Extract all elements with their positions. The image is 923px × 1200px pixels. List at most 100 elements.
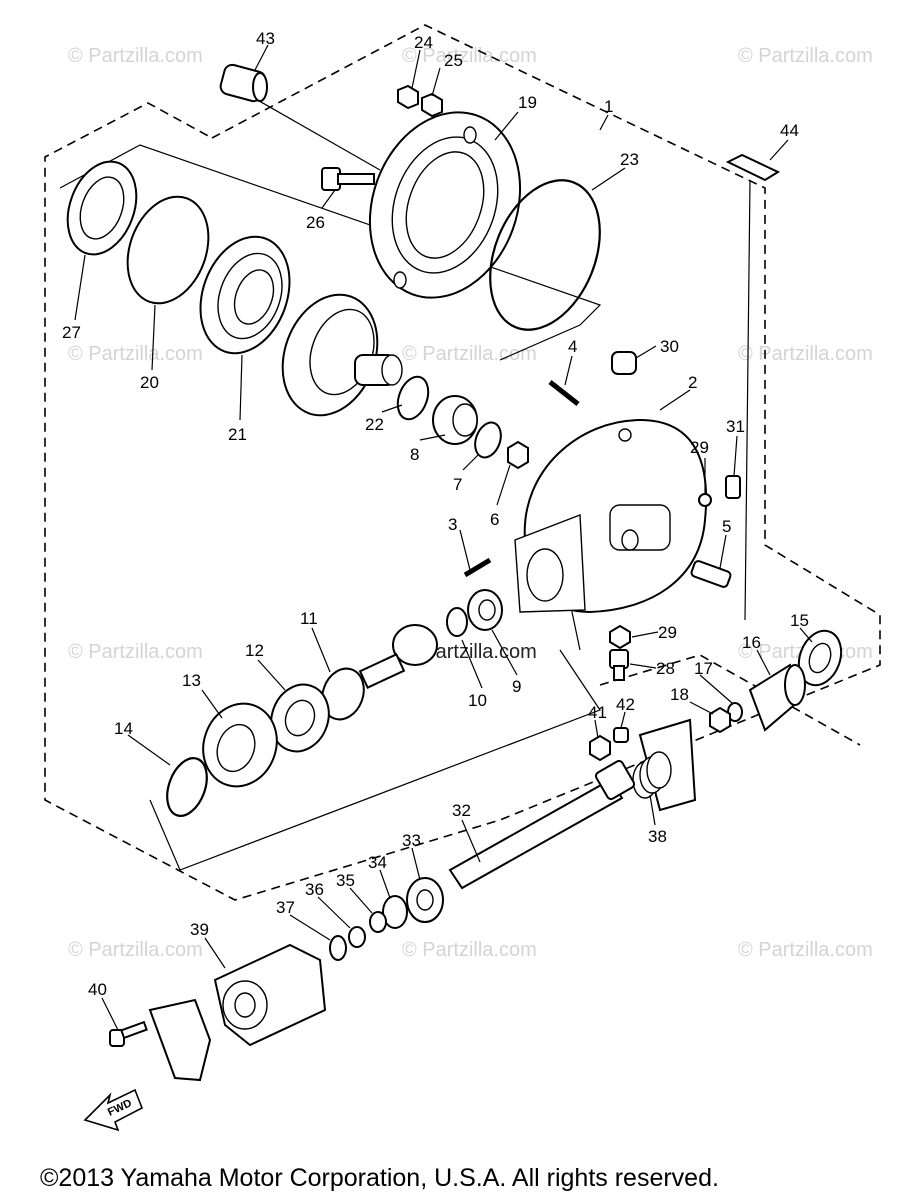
forward-direction-arrow: FWD xyxy=(83,1088,144,1132)
part-20-o-ring xyxy=(126,195,210,305)
part-37-circlip xyxy=(329,935,347,961)
callout-8: 8 xyxy=(410,445,419,464)
callout-11: 11 xyxy=(300,609,318,628)
callout-21: 21 xyxy=(228,425,247,444)
assembly-boundary xyxy=(44,24,881,901)
callout-37: 37 xyxy=(276,898,295,917)
part-29-washer-upper xyxy=(698,493,712,507)
part-21-bearing xyxy=(199,235,291,355)
part-22-shim xyxy=(396,375,430,421)
watermark-lower-center: © Partzilla.com xyxy=(402,939,537,961)
part-6-nut xyxy=(507,440,529,470)
callout-3: 3 xyxy=(448,515,457,534)
part-5-bolt xyxy=(690,560,732,588)
callout-43: 43 xyxy=(256,29,275,48)
callout-32: 32 xyxy=(452,801,471,820)
part-19-bearing-retainer xyxy=(368,111,522,299)
callout-26: 26 xyxy=(306,213,325,232)
callout-29-lower: 29 xyxy=(658,623,677,642)
part-24-nut xyxy=(397,84,419,110)
callout-42: 42 xyxy=(616,695,635,714)
part-10-spacer xyxy=(446,607,468,637)
callout-18: 18 xyxy=(670,685,689,704)
part-23-o-ring xyxy=(489,179,601,331)
part-7-washer xyxy=(474,421,502,459)
callout-33: 33 xyxy=(402,831,421,850)
callout-15: 15 xyxy=(790,611,809,630)
part-41-nut xyxy=(589,734,611,762)
watermark-upper-center: © Partzilla.com xyxy=(402,343,537,365)
part-11-shim xyxy=(321,667,365,721)
part-38-spring xyxy=(632,751,672,799)
callout-labels: 43 24 25 19 1 44 23 26 27 20 21 22 8 7 6… xyxy=(62,29,809,999)
callout-9: 9 xyxy=(512,677,521,696)
part-34-washer xyxy=(382,895,408,929)
part-9-bearing xyxy=(467,589,503,631)
pinion-panel-outline xyxy=(149,649,601,871)
callout-34: 34 xyxy=(368,853,387,872)
callout-25: 25 xyxy=(444,51,463,70)
leader-line-44 xyxy=(744,179,751,621)
callout-39: 39 xyxy=(190,920,209,939)
ring-gear xyxy=(281,293,403,417)
part-4-stud xyxy=(548,380,580,406)
callout-5: 5 xyxy=(722,517,731,536)
part-31-bolt xyxy=(725,475,741,499)
callout-40: 40 xyxy=(88,980,107,999)
watermark-lower-right: © Partzilla.com xyxy=(738,939,873,961)
part-26-bolt xyxy=(321,167,375,191)
callout-31: 31 xyxy=(726,417,745,436)
part-40-bolt xyxy=(109,1020,148,1047)
callout-24: 24 xyxy=(414,33,433,52)
part-30-plug xyxy=(611,351,637,375)
part-28-plug xyxy=(609,649,629,681)
watermark-top-center: © Partzilla.com xyxy=(402,45,537,67)
part-14-circlip xyxy=(166,757,208,817)
watermark-upper-right: © Partzilla.com xyxy=(738,343,873,365)
callout-10: 10 xyxy=(468,691,487,710)
part-29-washer-lower xyxy=(609,624,631,650)
drive-pinion xyxy=(358,624,438,689)
part-35-washer xyxy=(369,911,387,933)
part-25-nut xyxy=(421,92,443,118)
callout-13: 13 xyxy=(182,671,201,690)
callout-41: 41 xyxy=(588,703,607,722)
watermark-top-right: © Partzilla.com xyxy=(738,45,873,67)
callout-22: 22 xyxy=(365,415,384,434)
watermark-middle-left: © Partzilla.com xyxy=(68,641,203,663)
callout-27: 27 xyxy=(62,323,81,342)
part-3-stud xyxy=(463,557,492,578)
callout-6: 6 xyxy=(490,510,499,529)
callout-30: 30 xyxy=(660,337,679,356)
callout-1: 1 xyxy=(604,97,613,116)
callout-23: 23 xyxy=(620,150,639,169)
part-36-circlip xyxy=(348,926,366,948)
callout-28: 28 xyxy=(656,659,675,678)
leader-lines xyxy=(74,44,813,1031)
part-42-washer xyxy=(613,727,629,743)
callout-17: 17 xyxy=(694,659,713,678)
part-8-bearing xyxy=(432,395,478,445)
mount-plate xyxy=(148,998,212,1082)
part-33-bearing xyxy=(406,877,444,923)
bearing-panel-outline xyxy=(59,144,602,361)
callout-20: 20 xyxy=(140,373,159,392)
part-32-drive-shaft xyxy=(448,759,636,890)
part-2-gear-case xyxy=(514,418,708,614)
callout-16: 16 xyxy=(742,633,761,652)
part-44-plate xyxy=(725,153,781,182)
copyright-notice: ©2013 Yamaha Motor Corporation, U.S.A. A… xyxy=(40,1164,719,1192)
leader-line-43 xyxy=(239,89,381,171)
callout-44: 44 xyxy=(780,121,799,140)
watermark-lower-left: © Partzilla.com xyxy=(68,939,203,961)
watermark-top-left: © Partzilla.com xyxy=(68,45,203,67)
callout-19: 19 xyxy=(518,93,537,112)
watermark-upper-left: © Partzilla.com xyxy=(68,343,203,365)
part-39-flange xyxy=(213,943,327,1047)
part-43-bushing xyxy=(219,63,268,103)
part-16-collar xyxy=(748,663,806,732)
callout-36: 36 xyxy=(305,880,324,899)
callout-38: 38 xyxy=(648,827,667,846)
